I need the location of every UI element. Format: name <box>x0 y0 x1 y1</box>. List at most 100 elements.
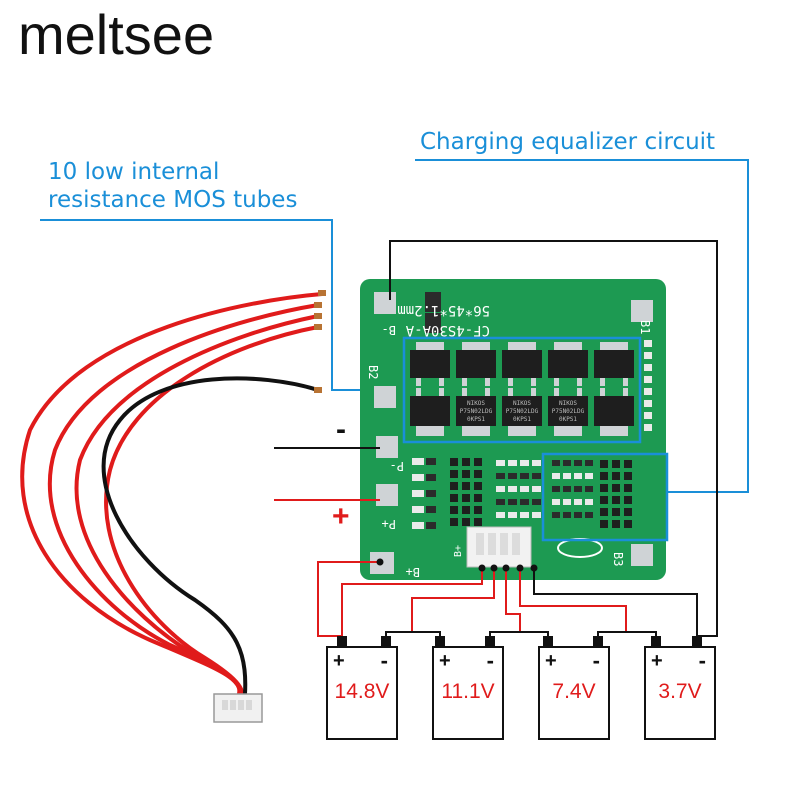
smd-component <box>574 499 582 505</box>
smd-component <box>450 458 458 466</box>
smd-component <box>508 512 517 518</box>
smd-component <box>520 473 529 479</box>
smd-component <box>563 499 571 505</box>
smd-component <box>574 486 582 492</box>
smd-component <box>585 499 593 505</box>
battery-cell-11v1: + - 11.1V <box>432 646 504 740</box>
battery-plus-label: + <box>651 650 663 672</box>
smd-component <box>644 412 652 419</box>
smd-component <box>552 460 560 466</box>
smd-component <box>532 499 541 505</box>
smd-component <box>612 460 620 468</box>
smd-component <box>462 482 470 490</box>
smd-component <box>412 458 424 465</box>
smd-component <box>412 490 424 497</box>
battery-cell-7v4: + - 7.4V <box>538 646 610 740</box>
battery-minus-label: - <box>486 648 494 673</box>
smd-component <box>496 499 505 505</box>
board-model-label: CF-4S30A-A <box>405 322 490 338</box>
smd-component <box>612 496 620 504</box>
smd-component <box>574 473 582 479</box>
mos-callout-line1: 10 low internal <box>48 159 220 185</box>
smd-component <box>412 522 424 529</box>
battery-minus-label: - <box>380 648 388 673</box>
smd-component <box>462 518 470 526</box>
smd-component <box>450 470 458 478</box>
smd-component <box>496 486 505 492</box>
smd-component <box>532 486 541 492</box>
battery-wiring <box>317 240 718 648</box>
mosfet-marking: P75N02LDG <box>506 408 539 415</box>
negative-sign: - <box>336 413 346 446</box>
smd-component <box>574 512 582 518</box>
mosfet-marking: 0KPS1 <box>559 416 577 423</box>
mosfet-marking: NIKOS <box>513 400 531 407</box>
smd-component <box>532 473 541 479</box>
smd-component <box>426 458 436 465</box>
load-wires <box>274 447 380 501</box>
smd-component <box>600 520 608 528</box>
smd-component <box>585 460 593 466</box>
smd-component <box>612 508 620 516</box>
smd-component <box>563 486 571 492</box>
smd-component <box>474 458 482 466</box>
smd-component <box>412 474 424 481</box>
smd-component <box>508 499 517 505</box>
smd-component <box>474 494 482 502</box>
smd-component <box>624 472 632 480</box>
pad-label-b-plus: B+ <box>406 565 420 579</box>
smd-component <box>474 482 482 490</box>
smd-component <box>508 473 517 479</box>
smd-component <box>426 490 436 497</box>
smd-component <box>462 458 470 466</box>
smd-component <box>474 518 482 526</box>
smd-component <box>474 506 482 514</box>
mosfet-chip <box>502 342 542 386</box>
battery-voltage: 14.8V <box>334 680 390 703</box>
smd-component <box>600 484 608 492</box>
mosfet-chip <box>594 342 634 386</box>
smd-component <box>563 473 571 479</box>
mosfet-marking: NIKOS <box>559 400 577 407</box>
wire-harness <box>20 290 326 708</box>
smd-component <box>520 512 529 518</box>
smd-component <box>462 470 470 478</box>
pad-label-b1: B1 <box>638 320 652 334</box>
smd-component <box>496 512 505 518</box>
smd-component <box>600 472 608 480</box>
smd-component <box>450 494 458 502</box>
battery-plus-label: + <box>439 650 451 672</box>
smd-component <box>496 473 505 479</box>
connector-label: B+ <box>453 545 464 557</box>
pad-label-p-plus: P+ <box>382 517 396 531</box>
smd-component <box>624 484 632 492</box>
pad-label-b2: B2 <box>366 365 380 379</box>
battery-minus-label: - <box>698 648 706 673</box>
smd-component <box>426 474 436 481</box>
smd-component <box>450 482 458 490</box>
smd-component <box>612 472 620 480</box>
battery-plus-label: + <box>333 650 345 672</box>
smd-component <box>462 494 470 502</box>
mosfet-marking: P75N02LDG <box>552 408 585 415</box>
smd-component <box>552 499 560 505</box>
mosfet-marking: 0KPS1 <box>513 416 531 423</box>
smd-component <box>508 486 517 492</box>
smd-component <box>426 506 436 513</box>
pad-label-b-minus: B- <box>382 323 396 337</box>
smd-component <box>624 508 632 516</box>
smd-component <box>552 486 560 492</box>
smd-component <box>426 522 436 529</box>
mosfet-chip <box>410 388 450 436</box>
mos-callout: 10 low internal resistance MOS tubes <box>48 158 297 214</box>
smd-component <box>520 499 529 505</box>
mosfet-chip <box>548 342 588 386</box>
equalizer-callout: Charging equalizer circuit <box>420 129 716 155</box>
smd-component <box>612 484 620 492</box>
pcb-board: 56*45*1.2mm CF-4S30A-A B- B1 B2 P- P+ B+… <box>360 279 666 580</box>
mosfet-marking: 0KPS1 <box>467 416 485 423</box>
